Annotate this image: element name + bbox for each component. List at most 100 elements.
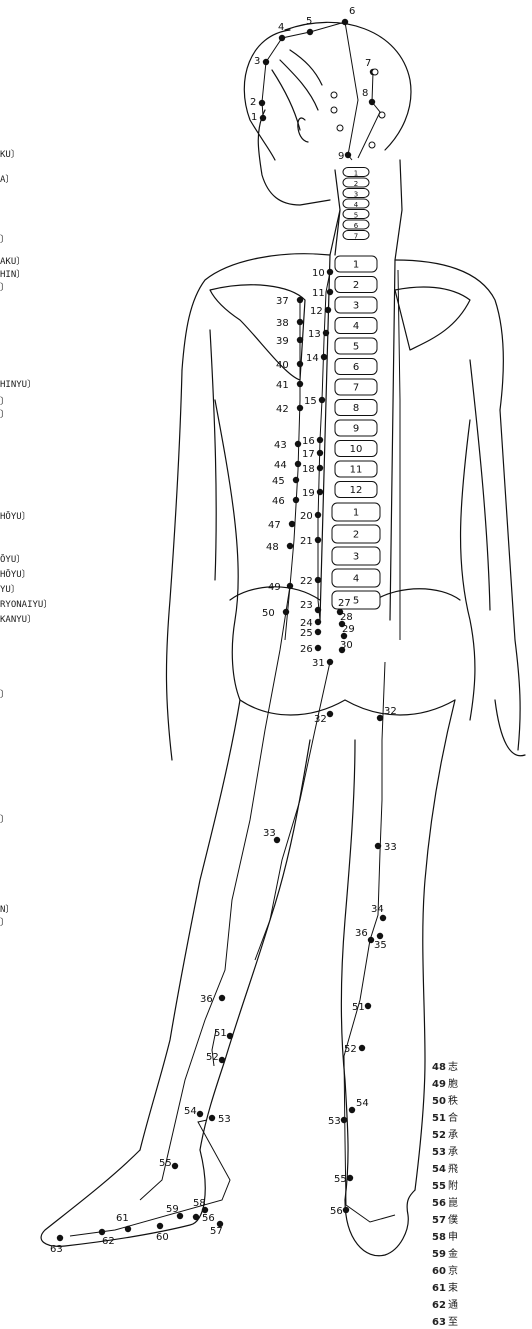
acupoint-label: 34 [371, 904, 384, 915]
acupoint-legs [125, 1226, 131, 1232]
thoracic-vertebra-label: 6 [353, 362, 359, 373]
acupoint-inner_line [315, 512, 321, 518]
legend-item: 50秩 [432, 1096, 458, 1108]
reference-marker [331, 92, 337, 98]
acupoint-label: 55 [159, 1158, 172, 1169]
acupoint-head [342, 19, 348, 25]
acupoint-legs [327, 711, 333, 717]
reference-marker [379, 112, 385, 118]
meridian-path [345, 22, 358, 160]
acupoint-inner_line [327, 269, 333, 275]
acupoint-legs [343, 1207, 349, 1213]
cervical-vertebra-label: 5 [354, 212, 358, 220]
acupoint-legs [341, 1117, 347, 1123]
legend-text: 承 [448, 1130, 458, 1141]
reference-marker [331, 107, 337, 113]
edge-label: 〕 [0, 235, 9, 245]
acupoint-legs [227, 1033, 233, 1039]
meridian-path [398, 270, 400, 640]
acupoint-head [345, 152, 351, 158]
acupoint-legs [172, 1163, 178, 1169]
edge-label: KU〕 [0, 150, 20, 160]
cervical-vertebra-label: 2 [354, 180, 358, 188]
acupoint-label: 54 [356, 1098, 369, 1109]
edge-label: RYONAIYU〕 [0, 600, 52, 610]
acupoint-label: 25 [300, 628, 313, 639]
acupoint-inner_line [323, 330, 329, 336]
edge-label: 〕 [0, 815, 9, 825]
acupoint-inner_line [317, 489, 323, 495]
acupoint-outer_line [289, 521, 295, 527]
legend-text: 申 [448, 1232, 458, 1243]
legend-text: 京 [448, 1266, 458, 1277]
acupoint-label: 61 [116, 1213, 129, 1224]
thoracic-vertebra-label: 12 [350, 485, 363, 496]
acupoint-legs [380, 915, 386, 921]
acupoint-label: 63 [50, 1244, 63, 1255]
foot-right [345, 1190, 415, 1256]
legend-item: 51合 [432, 1113, 458, 1125]
edge-label: AKU〕 [0, 257, 25, 267]
acupoint-label: 32 [384, 706, 397, 717]
acupoint-label: 37 [276, 296, 289, 307]
lumbar-vertebra-label: 1 [353, 508, 359, 519]
acupoint-label: 28 [340, 612, 353, 623]
acupoint-label: 14 [306, 353, 319, 364]
thoracic-vertebra-label: 1 [353, 260, 359, 271]
acupoint-outer_line [287, 543, 293, 549]
acupoint-outer_line [297, 319, 303, 325]
leg-left-outer [140, 700, 240, 1150]
acupoint-legs [349, 1107, 355, 1113]
legend-text: 胞 [448, 1079, 458, 1090]
spine-right [390, 260, 395, 620]
acupoint-label: 15 [304, 396, 317, 407]
acupoint-label: 56 [330, 1206, 343, 1217]
acupoint-outer_line [287, 583, 293, 589]
acupoint-label: 40 [276, 360, 289, 371]
acupoint-inner_line [315, 629, 321, 635]
edge-label: YU〕 [0, 585, 20, 595]
acupoint-legs [197, 1111, 203, 1117]
thoracic-vertebra-label: 9 [353, 424, 359, 435]
acupoint-label: 11 [312, 288, 325, 299]
acupoint-label: 3 [254, 56, 260, 67]
acupoint-label: 7 [365, 58, 371, 69]
acupoint-inner_line [327, 659, 333, 665]
edge-label: HŌYU〕 [0, 512, 31, 522]
edge-label: HINYU〕 [0, 380, 36, 390]
legend-item: 55附 [432, 1181, 458, 1193]
thoracic-vertebra-label: 10 [350, 444, 363, 455]
lumbar-vertebra-label: 4 [353, 574, 359, 585]
arm-right [470, 360, 520, 750]
acupoint-outer_line [293, 497, 299, 503]
acupoint-inner_line [317, 437, 323, 443]
legend-text: 附 [448, 1181, 458, 1192]
thoracic-vertebra-label: 7 [353, 383, 359, 394]
acupoint-label: 33 [384, 842, 397, 853]
acupoint-legs [375, 843, 381, 849]
buttocks [240, 700, 455, 715]
acupoint-legs [99, 1229, 105, 1235]
legend-item: 57僕 [432, 1215, 458, 1227]
legend-number: 49 [432, 1079, 448, 1091]
meridian-path [255, 662, 330, 960]
acupoint-label: 8 [362, 88, 368, 99]
legend-item: 63至 [432, 1317, 458, 1329]
legend-item: 56崑 [432, 1198, 458, 1210]
acupoint-head [263, 59, 269, 65]
acupoint-label: 21 [300, 536, 313, 547]
acupoint-label: 53 [218, 1114, 231, 1125]
lumbar-vertebra-label: 5 [353, 596, 359, 607]
acupoint-label: 23 [300, 600, 313, 611]
acupoint-head [259, 100, 265, 106]
acupoint-label: 46 [272, 496, 285, 507]
legend-text: 金 [448, 1249, 458, 1260]
legend-item: 48志 [432, 1062, 458, 1074]
pelvis-right [375, 589, 460, 600]
acupoint-label: 48 [266, 542, 279, 553]
acupoint-inner_line [315, 619, 321, 625]
edge-label: 〕 [0, 283, 9, 293]
